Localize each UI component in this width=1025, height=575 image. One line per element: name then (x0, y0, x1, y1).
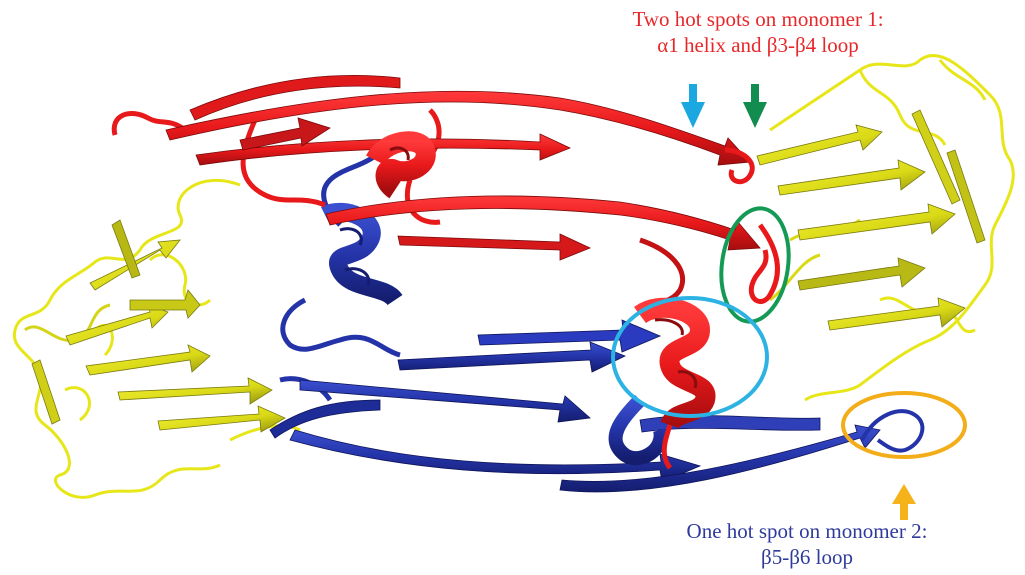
right-partner-domain (756, 53, 1015, 402)
hotspot-circle-orange (841, 391, 967, 459)
annotation-monomer-1: Two hot spots on monomer 1: α1 helix and… (548, 6, 968, 58)
annotation-monomer-1-line2: α1 helix and β3-β4 loop (657, 33, 859, 57)
hotspot-circle-green (719, 206, 791, 324)
down-arrow-green-icon (743, 84, 767, 128)
monomer-1-red (111, 74, 780, 470)
down-arrow-cyan-icon (681, 84, 705, 128)
annotation-monomer-1-line1: Two hot spots on monomer 1: (632, 7, 884, 31)
annotation-monomer-2-line2: β5-β6 loop (761, 545, 853, 569)
left-partner-domain (12, 179, 301, 499)
annotation-monomer-2-line1: One hot spot on monomer 2: (686, 519, 928, 543)
monomer-2-blue (269, 139, 925, 493)
annotation-monomer-2: One hot spot on monomer 2: β5-β6 loop (592, 518, 1022, 570)
hotspot-circle-cyan (611, 296, 769, 418)
up-arrow-orange-icon (892, 484, 916, 520)
